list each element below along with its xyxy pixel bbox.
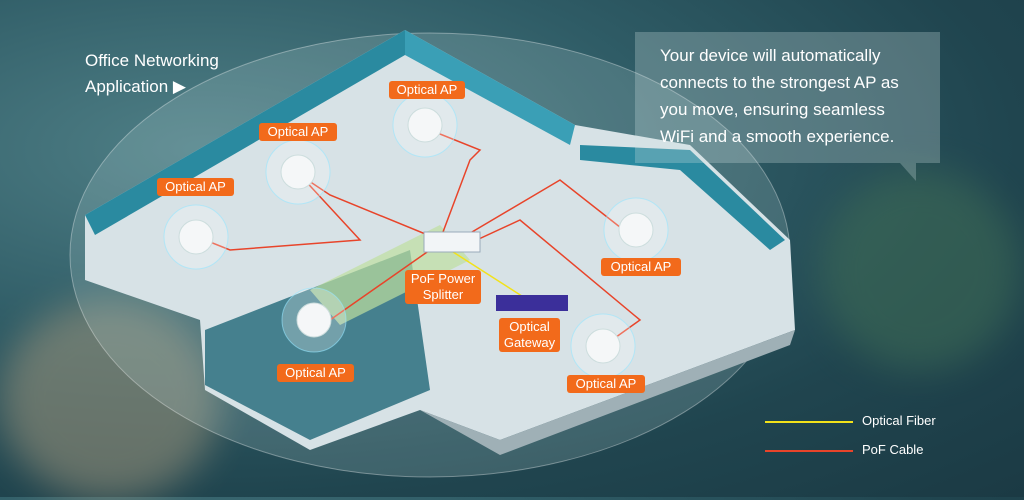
callout-box: Your device will automatically connects … xyxy=(635,32,940,163)
ap-label: Optical AP xyxy=(157,178,234,196)
splitter-label-line: PoF Power xyxy=(410,271,476,286)
pof-line-swatch xyxy=(765,450,853,452)
ap-device xyxy=(280,154,316,190)
application-link[interactable]: Application ▶ xyxy=(85,77,186,96)
gateway-label: Optical Gateway xyxy=(499,318,560,352)
ap-label: Optical AP xyxy=(389,81,465,99)
callout-line: WiFi and a smooth experience. xyxy=(660,127,895,146)
legend-fiber-label: Optical Fiber xyxy=(862,413,936,428)
gateway-label-line: Gateway xyxy=(503,335,556,350)
pof-splitter-device xyxy=(423,231,481,253)
ap-label: Optical AP xyxy=(277,364,354,382)
ap-label: Optical AP xyxy=(259,123,337,141)
ap-device xyxy=(585,328,621,364)
ap-label: Optical AP xyxy=(601,258,681,276)
callout-line: Your device will automatically xyxy=(660,46,881,65)
gateway-label-line: Optical xyxy=(509,319,550,334)
callout-tail xyxy=(900,163,916,181)
intro-text: Office Networking Application ▶ xyxy=(85,48,219,100)
legend-pof-label: PoF Cable xyxy=(862,442,924,457)
splitter-label-line: Splitter xyxy=(422,287,464,302)
background-blur xyxy=(0,300,220,500)
background-blur xyxy=(820,170,1020,370)
fiber-line-swatch xyxy=(765,421,853,423)
ap-label: Optical AP xyxy=(567,375,645,393)
splitter-label: PoF Power Splitter xyxy=(405,270,481,304)
ap-device xyxy=(618,212,654,248)
callout-line: you move, ensuring seamless xyxy=(660,100,885,119)
ap-device xyxy=(407,107,443,143)
gateway-device xyxy=(496,295,568,311)
ap-device xyxy=(178,219,214,255)
callout-line: connects to the strongest AP as xyxy=(660,73,899,92)
intro-line1: Office Networking xyxy=(85,51,219,70)
ap-device xyxy=(296,302,332,338)
